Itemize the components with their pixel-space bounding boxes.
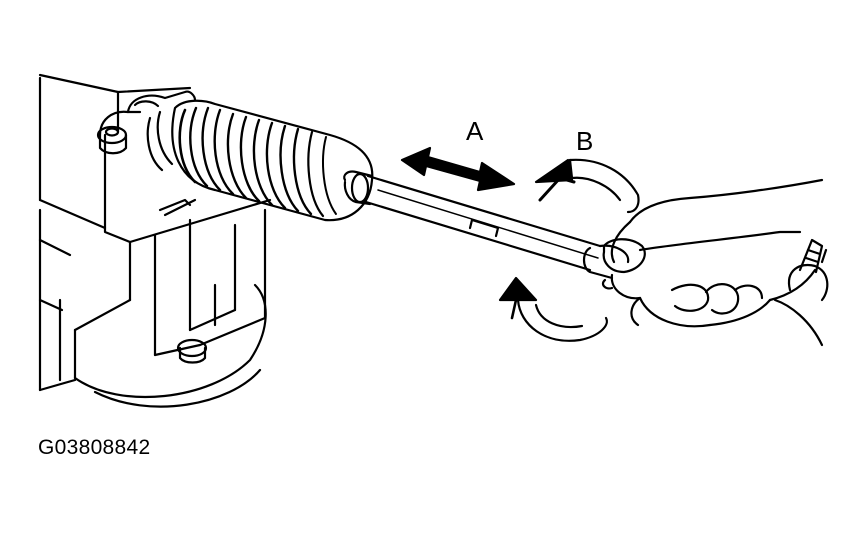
gear-housing <box>38 73 272 392</box>
inner-tie-rod <box>364 174 602 272</box>
callout-a: A <box>466 116 484 146</box>
boot-clamp <box>126 90 197 172</box>
outer-ball-joint <box>787 238 829 302</box>
callout-b: B <box>576 126 593 156</box>
boot-neck <box>343 170 374 206</box>
arrow-b-icon <box>534 158 640 214</box>
vise-base <box>73 283 267 408</box>
technician-hand <box>601 178 824 347</box>
mounting-bolt <box>96 125 128 155</box>
arrow-a-icon <box>400 146 516 192</box>
rotation-arrow-lower-icon <box>498 276 608 342</box>
figure-id: G03808842 <box>38 436 151 459</box>
bellows-boot <box>171 99 374 222</box>
